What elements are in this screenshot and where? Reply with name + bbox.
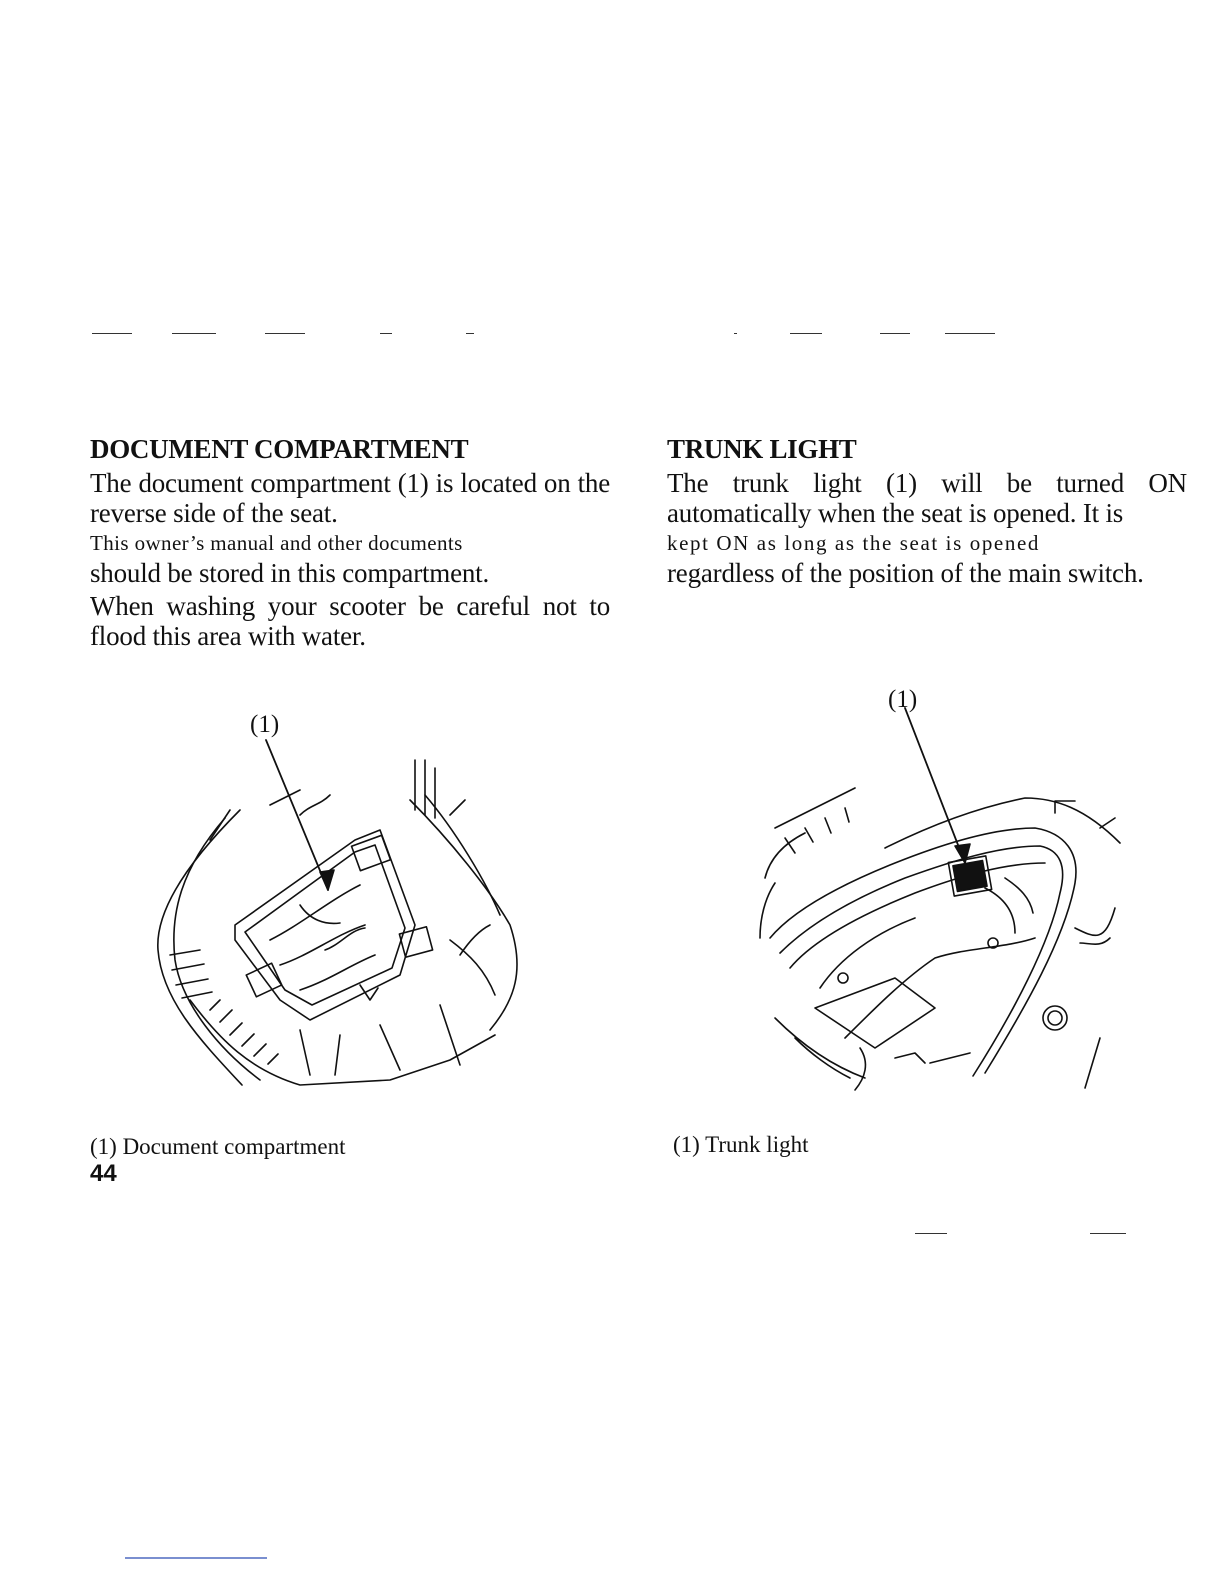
section-heading: DOCUMENT COMPARTMENT [90,434,469,464]
section-heading: TRUNK LIGHT [667,434,857,464]
top-rule [380,333,392,334]
paragraph-line: The trunk light (1) will be turned ON au… [667,468,1187,528]
top-rule [172,333,216,334]
footer-line [125,1557,267,1559]
paragraph-line: regardless of the position of the main s… [667,558,1144,588]
figure-caption: (1) Trunk light [673,1132,809,1157]
top-rule [790,333,822,334]
top-rule [945,333,995,334]
paragraph-line: This owner’s manual and other documents [90,531,463,555]
top-rule [466,333,474,334]
top-rule [265,333,305,334]
trunk-light-section: TRUNK LIGHT The trunk light (1) will be … [667,433,1187,588]
paragraph-line: When washing your scooter be careful not… [90,591,610,651]
figure-callout: (1) [250,711,280,738]
page-number: 44 [90,1160,117,1187]
top-rule [880,333,910,334]
bottom-rule [1090,1233,1126,1234]
figure-callout: (1) [888,686,918,713]
document-compartment-section: DOCUMENT COMPARTMENT The document compar… [90,433,610,651]
paragraph-line: kept ON as long as the seat is opened [667,531,1040,555]
bottom-rule [915,1233,947,1234]
document-compartment-illustration [157,739,518,1086]
top-rule [92,333,132,334]
paragraph-line: The document compartment (1) is located … [90,468,610,528]
paragraph-line: should be stored in this compartment. [90,558,490,588]
top-rule [734,333,737,334]
figure-caption: (1) Document compartment [90,1134,346,1159]
trunk-light-illustration [759,707,1121,1091]
